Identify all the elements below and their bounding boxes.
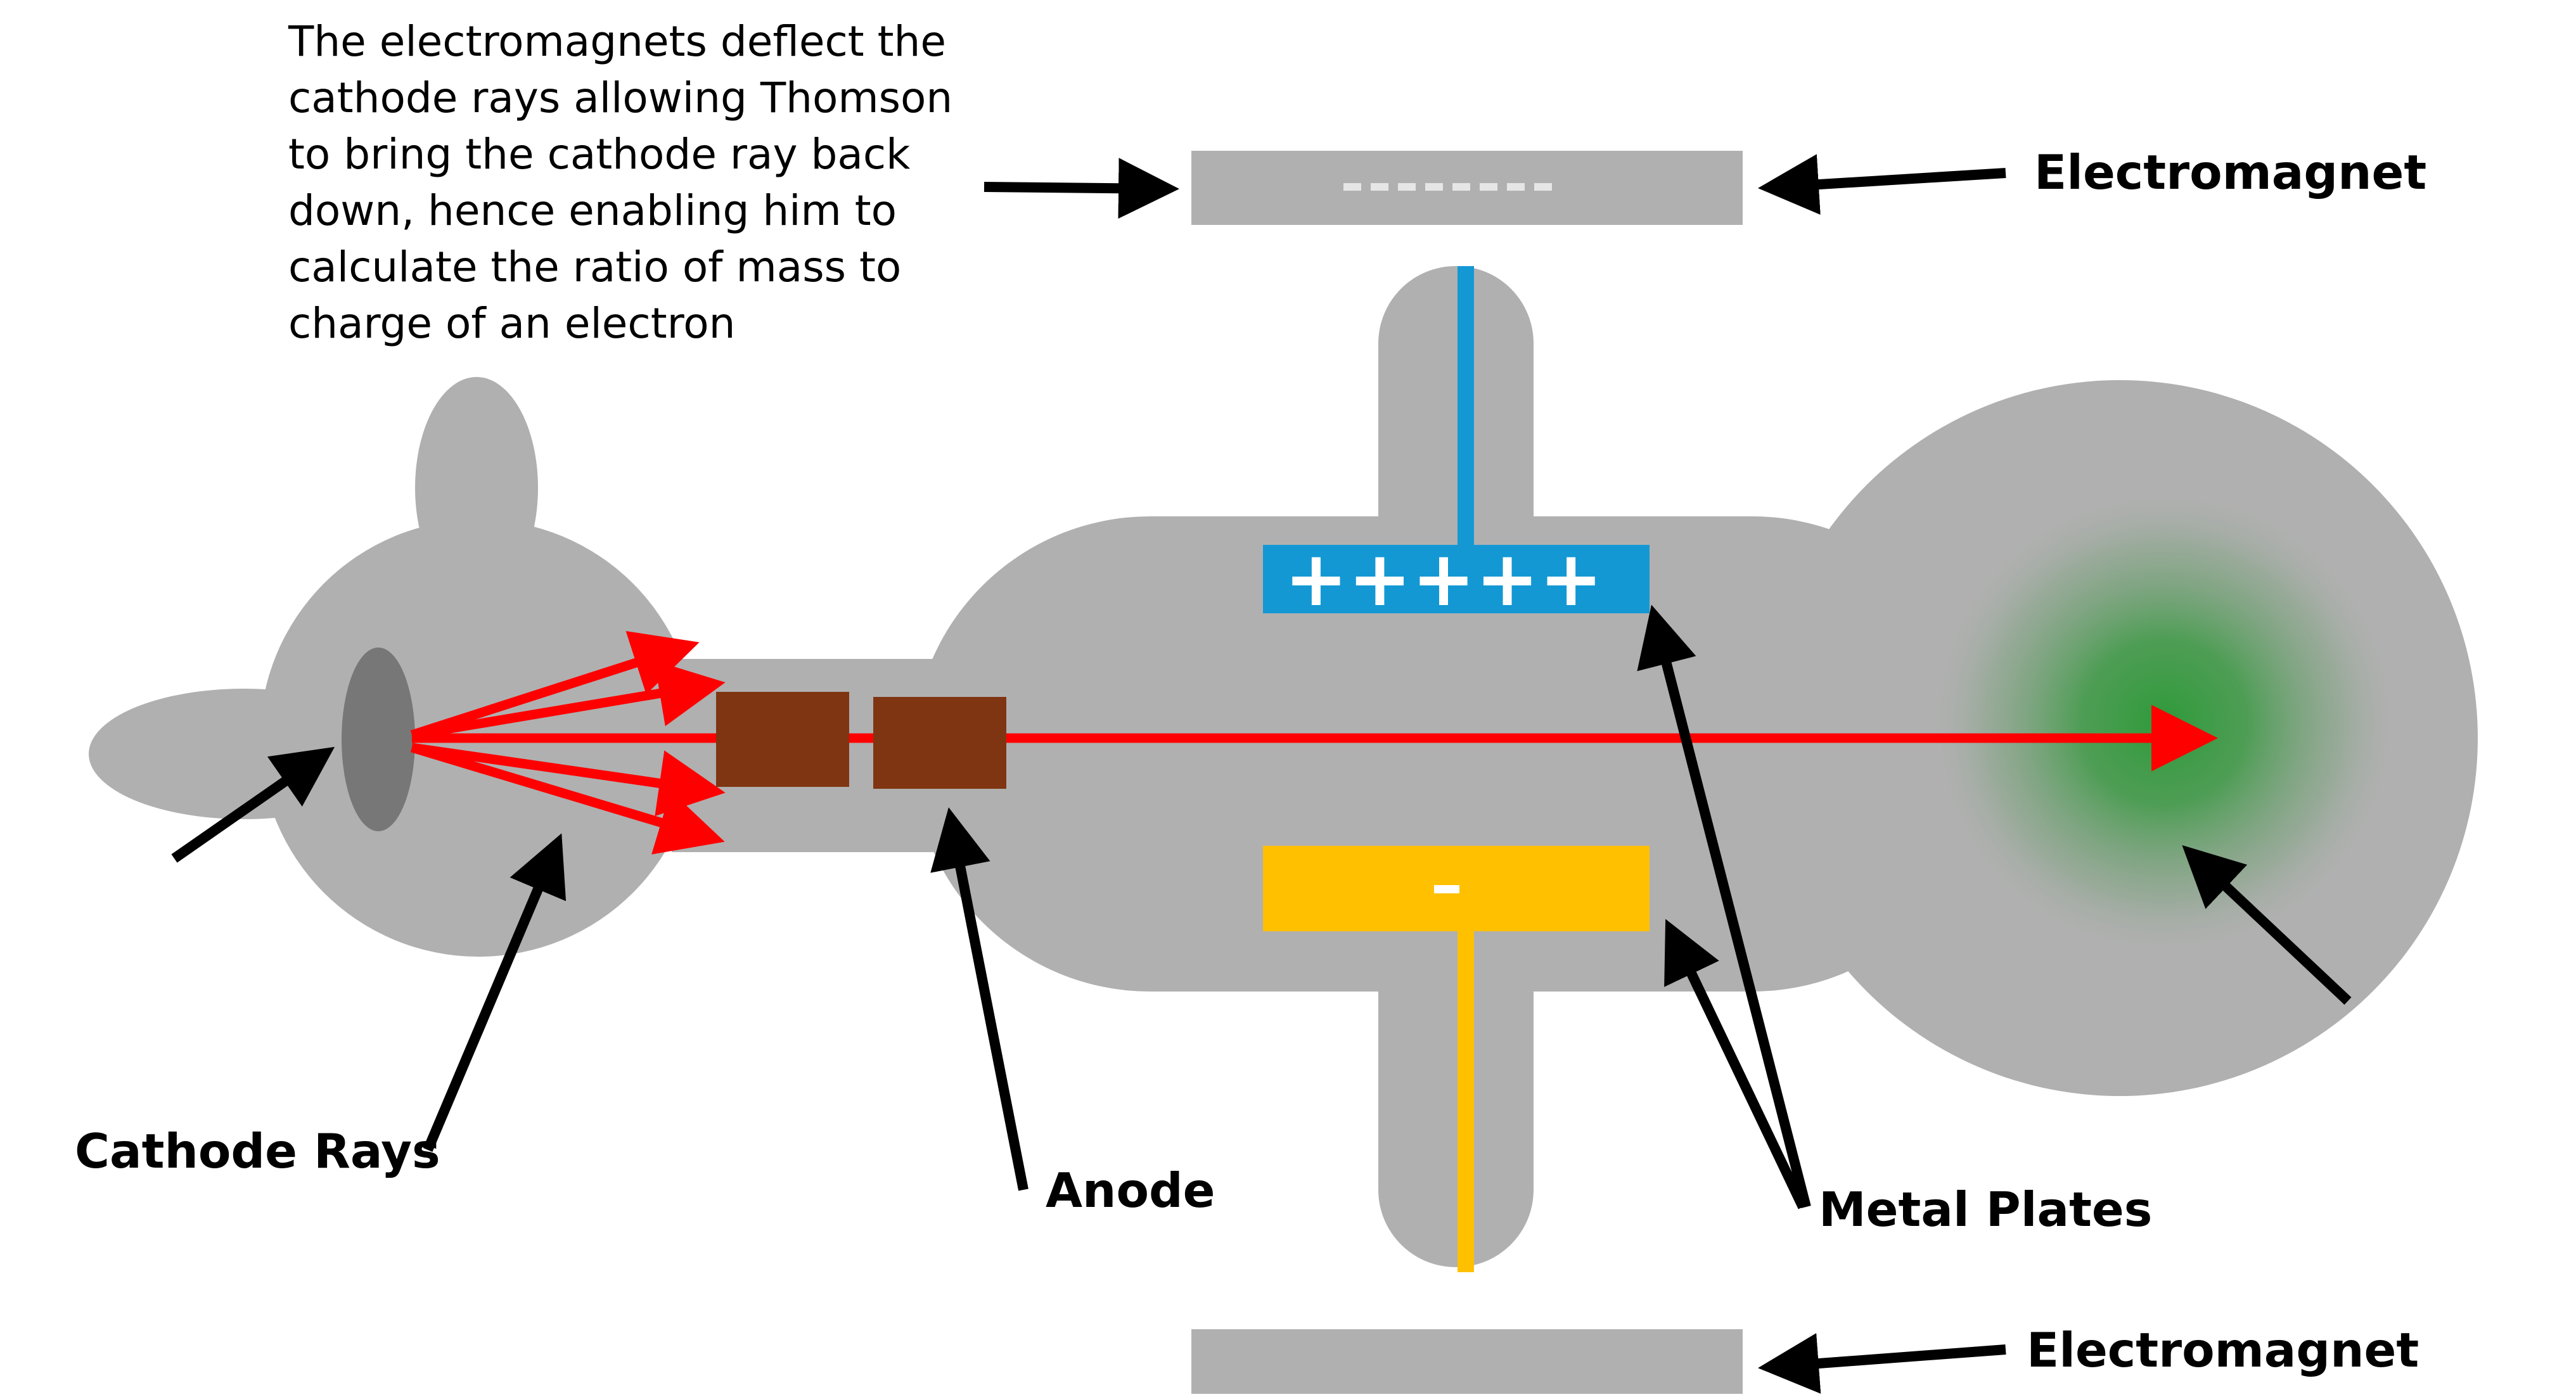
label-metal-plates: Metal Plates xyxy=(1819,1182,2152,1237)
label-electromagnet-bottom: Electromagnet xyxy=(2027,1322,2419,1378)
electromagnet-top xyxy=(1191,151,1743,225)
pointer-arrows xyxy=(171,154,2352,1394)
arrow-to-plate-negative xyxy=(1664,919,1808,1209)
arrow-to-anode xyxy=(930,807,1028,1191)
arrow-to-cathode xyxy=(171,746,335,863)
caption-line-6: charge of an electron xyxy=(288,299,735,348)
ray-upper-2 xyxy=(411,660,726,740)
anode-block-1 xyxy=(716,692,849,787)
arrow-to-electromagnet-top-right xyxy=(1758,154,2006,215)
caption-line-1: The electromagnets deflect the xyxy=(288,17,946,66)
arrow-to-plate-positive xyxy=(1637,604,1811,1208)
tube-lower-arm xyxy=(1378,887,1534,1267)
plate-negative-wire xyxy=(1458,931,1474,1272)
cathode-rays xyxy=(410,631,2218,855)
caption-line-4: down, hence enabling him to xyxy=(288,186,897,235)
anode-block-2 xyxy=(873,697,1006,789)
caption-line-2: cathode rays allowing Thomson xyxy=(288,73,952,122)
arrow-to-electromagnet-top-left xyxy=(984,158,1179,219)
screen-glow xyxy=(1926,485,2402,960)
caption-line-5: calculate the ratio of mass to xyxy=(288,243,901,291)
plate-negative-sign xyxy=(1434,885,1459,893)
caption-line-3: to bring the cathode ray back xyxy=(288,130,911,179)
arrow-to-electromagnet-bottom xyxy=(1758,1333,2006,1394)
ray-upper-1 xyxy=(410,631,700,740)
metal-plate-positive: +++++ xyxy=(1263,266,1650,623)
ray-lower-1 xyxy=(411,743,726,817)
explanation-caption: The electromagnets deflect the cathode r… xyxy=(288,17,952,348)
arrow-to-cathode-rays xyxy=(423,833,567,1152)
metal-plate-negative xyxy=(1263,846,1650,1272)
ray-lower-2 xyxy=(410,743,725,855)
electromagnet-top-negative-signs xyxy=(1343,183,1552,191)
label-anode: Anode xyxy=(1046,1163,1215,1218)
label-cathode-rays: Cathode Rays xyxy=(75,1123,440,1179)
cathode xyxy=(342,647,415,831)
plate-positive xyxy=(1263,545,1650,613)
plate-positive-wire xyxy=(1458,266,1474,545)
plate-positive-signs: +++++ xyxy=(1285,535,1603,623)
arrow-to-screen-glow xyxy=(2182,845,2352,1005)
label-electromagnet-top: Electromagnet xyxy=(2034,144,2426,200)
electromagnet-bottom xyxy=(1191,1329,1743,1397)
